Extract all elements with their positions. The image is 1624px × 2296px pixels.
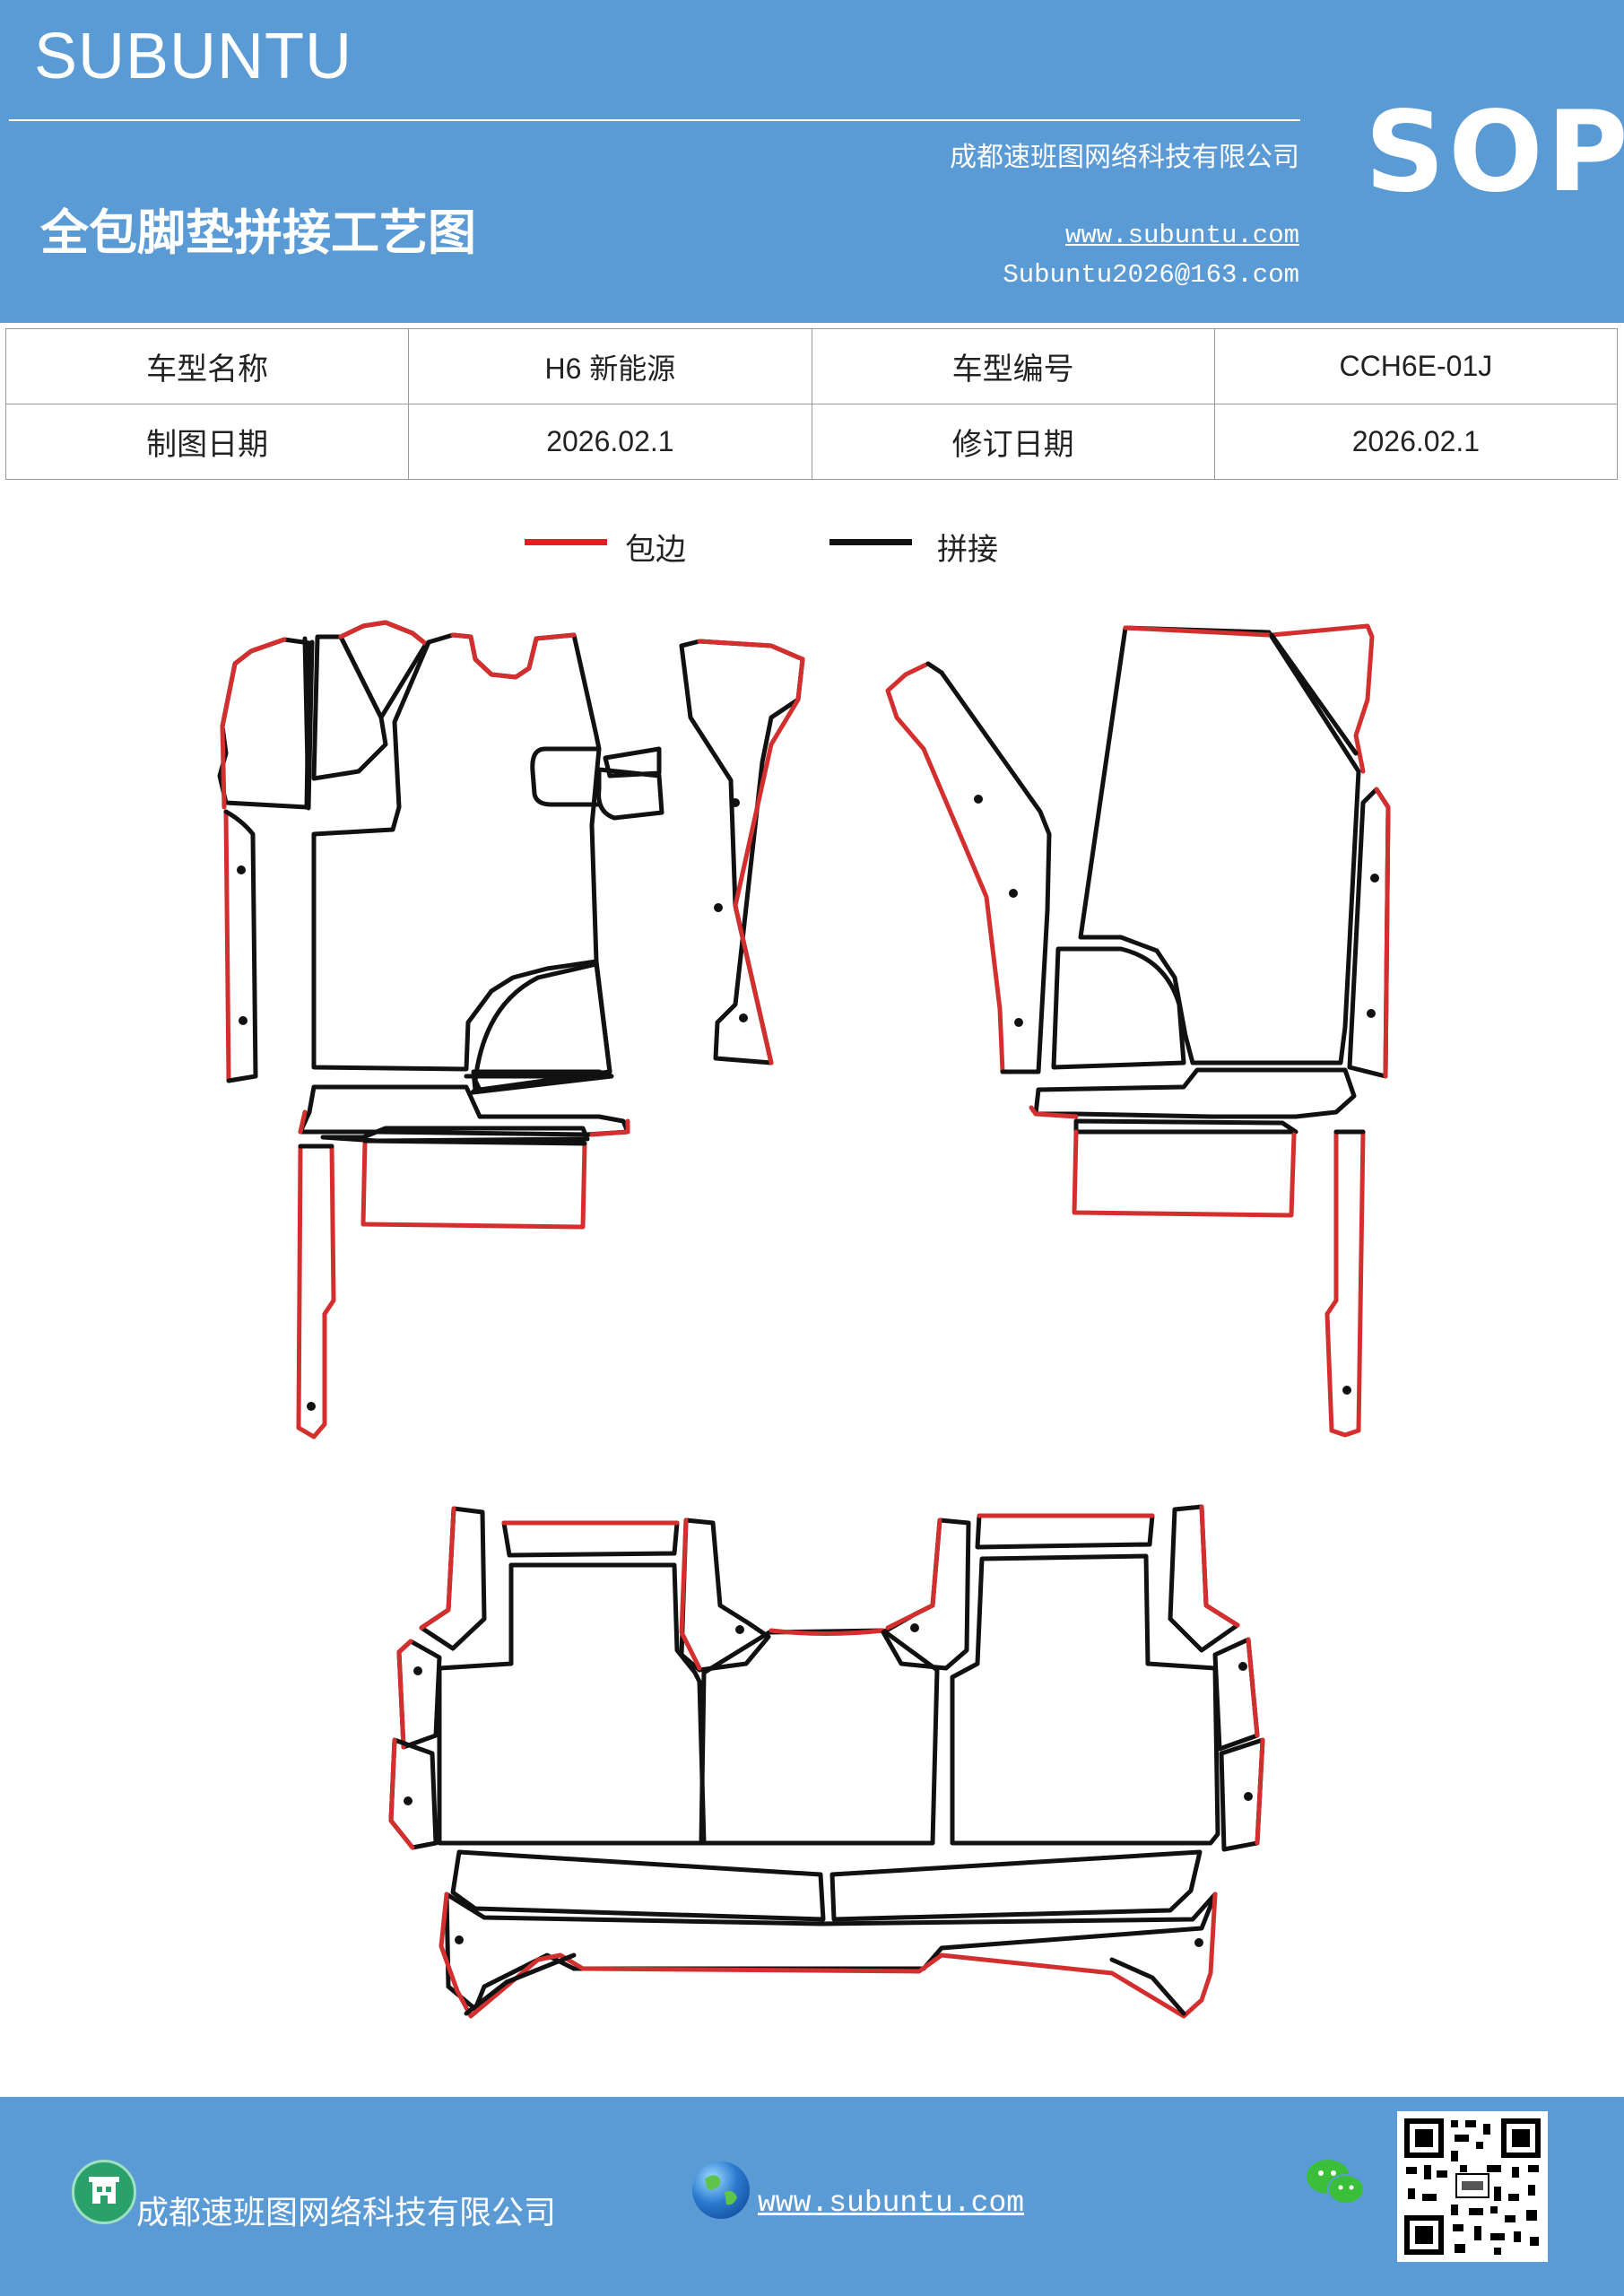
model-name-value: H6 新能源	[408, 328, 812, 404]
fastener-dots	[237, 795, 1379, 1947]
floor-mat-diagram	[217, 620, 1391, 2019]
header-website-link[interactable]: www.subuntu.com	[1064, 221, 1299, 250]
legend: 包边 拼接	[525, 525, 1027, 570]
legend-edge-swatch	[525, 539, 607, 545]
vehicle-info-table: 车型名称 H6 新能源 车型编号 CCH6E-01J 制图日期 2026.02.…	[4, 328, 1619, 480]
revision-date-label: 修订日期	[811, 404, 1215, 480]
legend-seam-swatch	[829, 539, 912, 545]
globe-icon	[692, 2161, 750, 2219]
rear-mat-group	[388, 1504, 1265, 2019]
model-code-value: CCH6E-01J	[1213, 328, 1619, 404]
legend-seam-label: 拼接	[937, 532, 998, 568]
model-code-label: 车型编号	[811, 328, 1215, 404]
front-left-mat-group	[217, 620, 805, 1439]
sop-badge: SOP	[1365, 88, 1624, 217]
table-row: 制图日期 2026.02.1 修订日期 2026.02.1	[4, 404, 1619, 480]
draw-date-value: 2026.02.1	[408, 404, 812, 480]
header-company: 成都速班图网络科技有限公司	[950, 142, 1299, 173]
footer-banner: 成都速班图网络科技有限公司 www.subuntu.com	[0, 2097, 1624, 2296]
qr-code-icon[interactable]	[1397, 2111, 1548, 2262]
front-right-mat-group	[885, 623, 1391, 1438]
revision-date-value: 2026.02.1	[1213, 404, 1619, 480]
header-banner: SUBUNTU 成都速班图网络科技有限公司 全包脚垫拼接工艺图 www.subu…	[0, 0, 1624, 323]
footer-website-link[interactable]: www.subuntu.com	[758, 2187, 1025, 2220]
model-name-label: 车型名称	[4, 328, 410, 404]
brand-logo-text: SUBUNTU	[34, 21, 353, 92]
header-divider	[9, 119, 1300, 121]
wechat-icon	[1305, 2155, 1368, 2209]
footer-company: 成都速班图网络科技有限公司	[136, 2195, 557, 2231]
draw-date-label: 制图日期	[4, 404, 410, 480]
document-title: 全包脚垫拼接工艺图	[40, 204, 476, 261]
table-row: 车型名称 H6 新能源 车型编号 CCH6E-01J	[4, 328, 1619, 404]
header-email: Subuntu2026@163.com	[1003, 260, 1299, 290]
legend-edge-label: 包边	[625, 532, 686, 568]
building-icon	[72, 2160, 136, 2224]
